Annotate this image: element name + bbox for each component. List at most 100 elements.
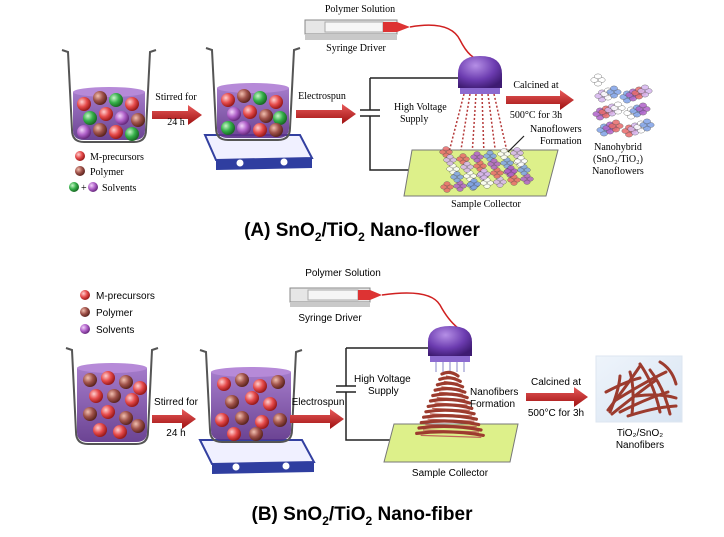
legend-item-2: Polymer bbox=[90, 167, 125, 178]
particle-group bbox=[215, 373, 287, 441]
legend-plus: + bbox=[81, 183, 87, 194]
particle bbox=[245, 391, 259, 405]
particle bbox=[93, 123, 107, 137]
electrospun-label: Electrospun bbox=[298, 91, 346, 102]
hv-label-1: High Voltage bbox=[354, 374, 411, 385]
sample-collector-label: Sample Collector bbox=[412, 468, 489, 479]
particle bbox=[269, 95, 283, 109]
particle bbox=[115, 111, 129, 125]
particle bbox=[131, 419, 145, 433]
legend: M-precursors Polymer Solvents bbox=[80, 290, 155, 336]
stirred-label-1: Stirred for bbox=[155, 92, 197, 103]
caption-a: (A) SnO2/TiO2 Nano-flower bbox=[244, 220, 480, 244]
beaker-icon bbox=[199, 349, 303, 443]
formation-label-2: Formation bbox=[470, 399, 515, 410]
particle bbox=[221, 121, 235, 135]
particle bbox=[125, 127, 139, 141]
tube bbox=[381, 292, 459, 329]
particle-group bbox=[83, 371, 147, 439]
particle bbox=[273, 413, 287, 427]
syringe-icon bbox=[304, 19, 410, 40]
circuit bbox=[360, 77, 458, 171]
calcined-label-1: Calcined at bbox=[531, 377, 581, 388]
legend-item-2: Polymer bbox=[96, 308, 133, 319]
polymer-solution-label: Polymer Solution bbox=[325, 4, 395, 15]
particle bbox=[101, 371, 115, 385]
legend-item-1: M-precursors bbox=[96, 291, 155, 302]
pointer-line bbox=[507, 135, 525, 153]
spinneret-icon bbox=[428, 326, 472, 372]
particle bbox=[133, 381, 147, 395]
caption-b: (B) SnO2/TiO2 Nano-fiber bbox=[252, 504, 474, 528]
particle-group bbox=[77, 91, 145, 141]
hv-label-2: Supply bbox=[368, 386, 399, 397]
arrow-electrospun bbox=[296, 104, 356, 124]
particle bbox=[273, 111, 287, 125]
particle bbox=[113, 425, 127, 439]
syringe-icon bbox=[289, 287, 382, 307]
particle bbox=[255, 415, 269, 429]
particle bbox=[249, 427, 263, 441]
arrow-calcined bbox=[506, 90, 574, 110]
particle bbox=[263, 397, 277, 411]
beaker-icon bbox=[205, 47, 301, 141]
particle bbox=[237, 89, 251, 103]
syringe-driver-label: Syringe Driver bbox=[298, 313, 362, 324]
polymer-solution-label: Polymer Solution bbox=[305, 268, 381, 279]
legend-item-3: Solvents bbox=[102, 183, 137, 194]
panel-a: Stirred for 24 h Electrospun High bbox=[61, 4, 655, 244]
sample-collector-label: Sample Collector bbox=[451, 199, 521, 210]
particle bbox=[235, 373, 249, 387]
hotplate-stirrer-icon bbox=[203, 134, 314, 170]
product-label-2: Nanofibers bbox=[616, 440, 664, 451]
particle-group bbox=[221, 89, 287, 137]
nanoflower-product bbox=[590, 73, 655, 138]
formation-label-2: Formation bbox=[540, 136, 582, 147]
particle bbox=[77, 97, 91, 111]
stirred-label-1: Stirred for bbox=[154, 397, 199, 408]
circuit bbox=[336, 347, 430, 441]
particle bbox=[93, 91, 107, 105]
particle bbox=[107, 389, 121, 403]
particle bbox=[109, 125, 123, 139]
particle bbox=[215, 413, 229, 427]
product-label-3: Nanoflowers bbox=[592, 166, 644, 177]
spinneret-icon bbox=[458, 56, 502, 94]
nanofiber-product bbox=[595, 355, 683, 423]
electrospinning-jets bbox=[447, 93, 509, 157]
formation-label-1: Nanoflowers bbox=[530, 124, 582, 135]
product-label-2: (SnO₂/TiO₂) bbox=[593, 154, 643, 165]
legend: M-precursors Polymer + Solvents bbox=[69, 151, 144, 194]
legend-item-1: M-precursors bbox=[90, 152, 144, 163]
particle bbox=[253, 123, 267, 137]
particle bbox=[83, 407, 97, 421]
panel-b: M-precursors Polymer Solvents Stirred fo… bbox=[65, 268, 683, 528]
tube bbox=[409, 24, 483, 61]
particle bbox=[237, 121, 251, 135]
calcined-label-1: Calcined at bbox=[513, 80, 558, 91]
particle bbox=[243, 105, 257, 119]
particle bbox=[259, 109, 273, 123]
particle bbox=[253, 91, 267, 105]
product-label-1: TiO₂/SnO₂ bbox=[617, 428, 663, 439]
particle bbox=[253, 379, 267, 393]
nanoflower-cluster bbox=[439, 146, 534, 193]
particle bbox=[125, 97, 139, 111]
formation-label-1: Nanofibers bbox=[470, 387, 518, 398]
particle bbox=[227, 107, 241, 121]
particle bbox=[227, 427, 241, 441]
arrow-stirred bbox=[152, 105, 202, 125]
particle bbox=[221, 93, 235, 107]
particle bbox=[125, 393, 139, 407]
particle bbox=[83, 111, 97, 125]
particle bbox=[217, 377, 231, 391]
stirred-label-2: 24 h bbox=[166, 428, 185, 439]
arrow-stirred bbox=[152, 409, 196, 429]
beaker-icon bbox=[61, 49, 157, 143]
hv-label-1: High Voltage bbox=[394, 102, 447, 113]
calcined-label-2: 500°C for 3h bbox=[528, 408, 584, 419]
particle bbox=[89, 389, 103, 403]
legend-item-3: Solvents bbox=[96, 325, 134, 336]
particle bbox=[225, 395, 239, 409]
